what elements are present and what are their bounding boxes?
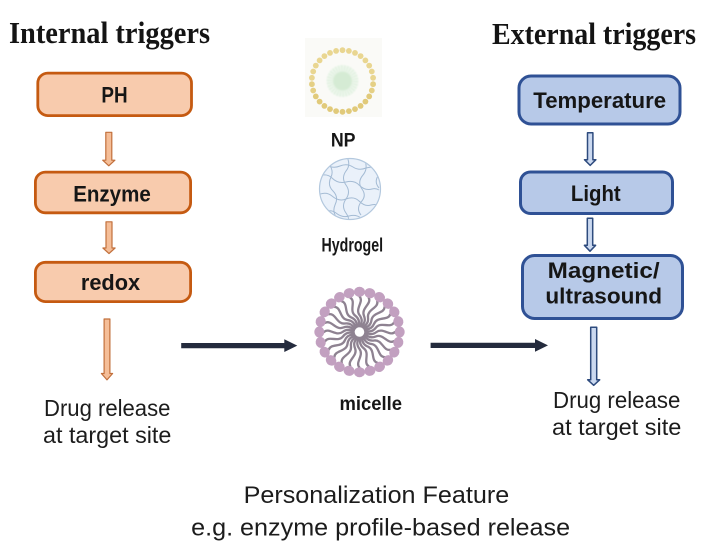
svg-text:PH: PH bbox=[101, 83, 127, 108]
svg-text:Drug release: Drug release bbox=[553, 387, 680, 413]
svg-text:External triggers: External triggers bbox=[492, 16, 696, 51]
svg-text:Light: Light bbox=[571, 181, 621, 206]
svg-text:Drug release: Drug release bbox=[44, 395, 170, 421]
svg-text:Hydrogel: Hydrogel bbox=[322, 235, 384, 257]
svg-text:ultrasound: ultrasound bbox=[545, 283, 662, 308]
svg-text:NP: NP bbox=[331, 131, 356, 152]
svg-text:e.g. enzyme profile-based rele: e.g. enzyme profile-based release bbox=[191, 514, 570, 541]
svg-text:Magnetic/: Magnetic/ bbox=[548, 258, 660, 283]
svg-text:Internal triggers: Internal triggers bbox=[9, 15, 210, 50]
svg-text:Personalization Feature: Personalization Feature bbox=[244, 482, 510, 509]
svg-text:Temperature: Temperature bbox=[533, 88, 666, 113]
svg-text:at target site: at target site bbox=[552, 414, 681, 440]
svg-text:Enzyme: Enzyme bbox=[73, 182, 151, 207]
svg-text:at target site: at target site bbox=[43, 422, 171, 448]
svg-text:micelle: micelle bbox=[340, 394, 403, 415]
svg-text:redox: redox bbox=[81, 270, 141, 295]
